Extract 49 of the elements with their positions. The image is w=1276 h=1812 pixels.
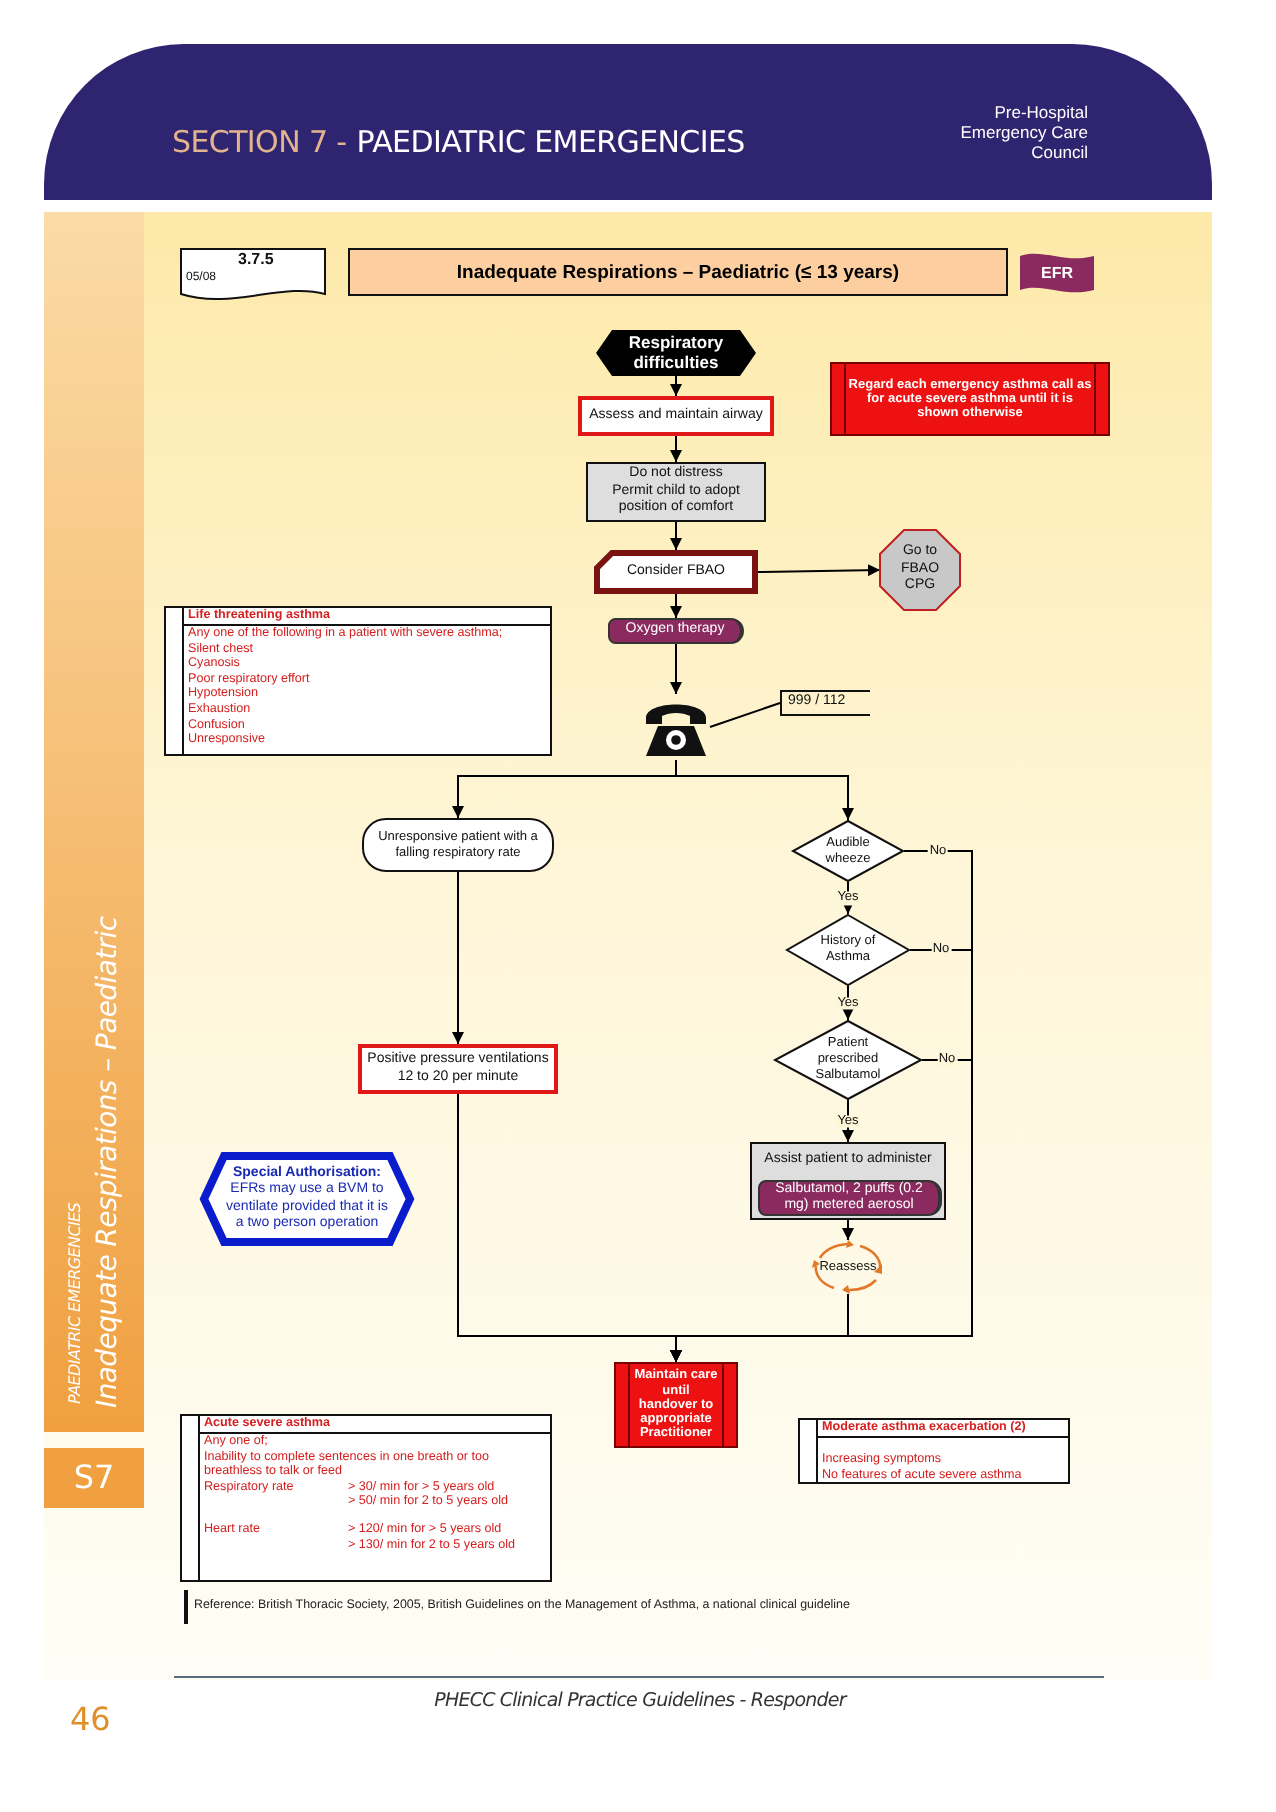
info-table [180, 1414, 552, 1582]
side-title: Inadequate Respirations – Paediatric [92, 916, 126, 1408]
treatment-cylinder [758, 1180, 942, 1216]
document-shape [180, 248, 326, 302]
section-heading: SECTION 7 - [172, 124, 347, 160]
callout-bracket [780, 690, 870, 716]
section-heading: PAEDIATRIC EMERGENCIES [356, 124, 745, 160]
arrow [670, 435, 682, 463]
side-heading: PAEDIATRIC EMERGENCIES [66, 1202, 86, 1404]
info-table [164, 606, 552, 756]
stop-octagon [880, 530, 960, 610]
info-table [798, 1418, 1070, 1484]
terminal-pill [362, 818, 554, 872]
organisation-name: Pre-Hospital Emergency Care Council [958, 104, 1088, 163]
arrow [670, 593, 682, 619]
page-number: 46 [70, 1700, 111, 1738]
arrow [842, 1219, 854, 1241]
footer-text: PHECC Clinical Practice Guidelines - Responder [432, 1690, 850, 1712]
process-box [586, 462, 766, 522]
arrow [842, 1099, 854, 1143]
reassess-cycle [808, 1240, 888, 1294]
section-code: S7 [73, 1458, 115, 1498]
end-box [614, 1362, 738, 1448]
decision-diamond [774, 1020, 922, 1100]
leader-line [709, 702, 781, 728]
arrow [670, 375, 682, 397]
arrow [670, 521, 682, 551]
arrow [670, 643, 682, 695]
warning-box [830, 362, 1110, 436]
decision-diamond [786, 914, 910, 986]
decision-diamond [792, 820, 904, 882]
process-box [358, 1044, 558, 1094]
process-box [750, 1142, 946, 1220]
step-text: Respiratory difficulties [626, 333, 726, 373]
arrow [670, 1059, 973, 1363]
title-banner: Inadequate Respirations – Paediatric (≤ 13 years) [348, 248, 1008, 296]
manual-input-shape [594, 550, 758, 594]
process-box [578, 396, 774, 436]
flag-badge [1020, 252, 1094, 294]
arrow [675, 759, 854, 821]
side-band [44, 212, 144, 1432]
section-tab [44, 1448, 144, 1508]
note-hexagon [200, 1152, 414, 1246]
arrow [452, 871, 464, 1045]
treatment-cylinder [608, 618, 744, 644]
arrow [757, 564, 881, 577]
level-text: EFR [1041, 263, 1073, 283]
arrow [842, 985, 854, 1021]
protocol-number: 3.7.5 [238, 250, 274, 270]
